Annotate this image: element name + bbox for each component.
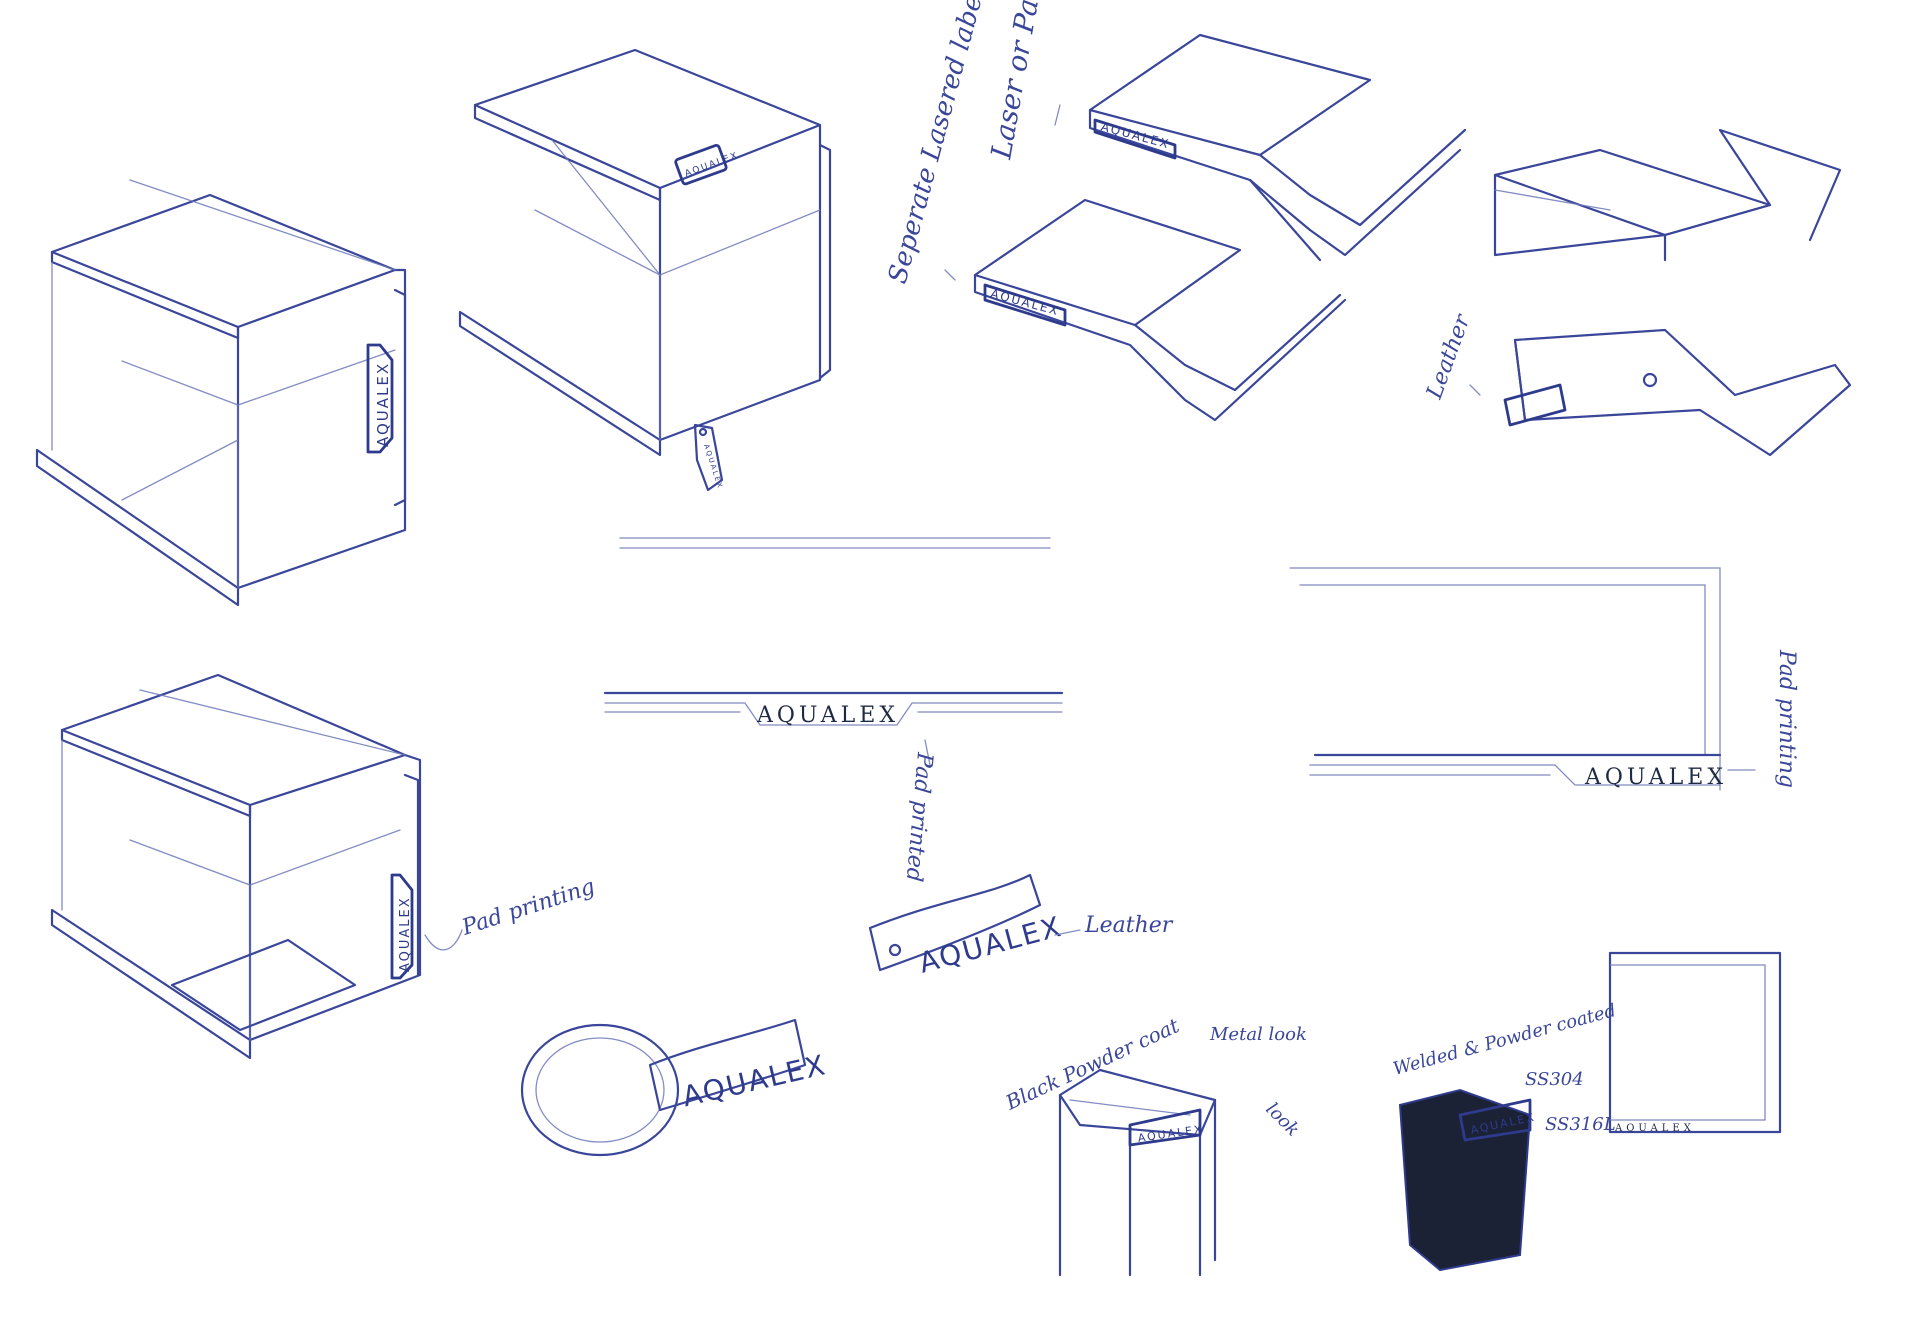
cabinet-sketch-side-label: AQUALEX: [35, 179, 407, 607]
keyring-fob-logo: AQUALEX: [679, 1048, 829, 1113]
side-tab-logo: AQUALEX: [374, 362, 392, 447]
square-frame-logo: AQUALEX: [1614, 1123, 1695, 1134]
tray-sketch-right-upper: [1493, 128, 1842, 262]
annotation-separate-label: Seperate Lasered label: [883, 0, 991, 287]
leather-tag-logo: AQUALEX: [915, 910, 1065, 980]
cabinet-sketch-leather-tag: AQUALEX AQUALEX: [458, 48, 832, 492]
post-sketch-powder-coat: AQUALEX Black Powder coat Metal look loo…: [1001, 1013, 1307, 1277]
front-strip-logo: AQUALEX: [756, 703, 899, 728]
front-frame-logo: AQUALEX: [1584, 765, 1727, 790]
front-view-frame-right: AQUALEX Pad printing: [1289, 567, 1799, 791]
cabinet-sketch-recess: AQUALEX Pad printing: [50, 673, 598, 1060]
annotation-black-powder-coat: Black Powder coat: [1001, 1013, 1184, 1115]
keyring-fob-sketch: AQUALEX: [520, 1018, 830, 1157]
recess-side-logo: AQUALEX: [398, 896, 413, 972]
annotation-leather-1: Leather: [1422, 310, 1476, 403]
annotation-pad-printing-1: Pad printing: [458, 874, 598, 941]
leather-tag-sketch: AQUALEX Leather: [868, 873, 1174, 980]
annotation-ss304: SS304: [1525, 1069, 1584, 1090]
annotation-ss316: SS316L: [1545, 1114, 1616, 1135]
black-box-sketch: AQUALEX Welded & Powder coated SS304 SS3…: [1391, 1000, 1618, 1272]
annotation-pad-printing-2: Pad printing: [1774, 649, 1799, 788]
post-logo: AQUALEX: [1137, 1123, 1204, 1145]
annotation-welded-powder-coated: Welded & Powder coated: [1391, 1000, 1618, 1080]
annotation-pad-printed: Pad printed: [901, 750, 937, 882]
annotation-laser-print: Laser or Pad print: [984, 0, 1062, 162]
tray-sketch-right-lower: Leather: [1422, 310, 1852, 457]
annotation-leather-2: Leather: [1084, 913, 1174, 938]
annotation-look: look: [1261, 1099, 1303, 1141]
tray-sketch-upper: AQUALEX Laser or Pad print: [984, 0, 1467, 262]
front-view-logo-strip: AQUALEX Pad printed: [603, 537, 1064, 883]
annotation-metal-look: Metal look: [1209, 1024, 1307, 1045]
square-frame-sketch: AQUALEX: [1608, 951, 1782, 1134]
